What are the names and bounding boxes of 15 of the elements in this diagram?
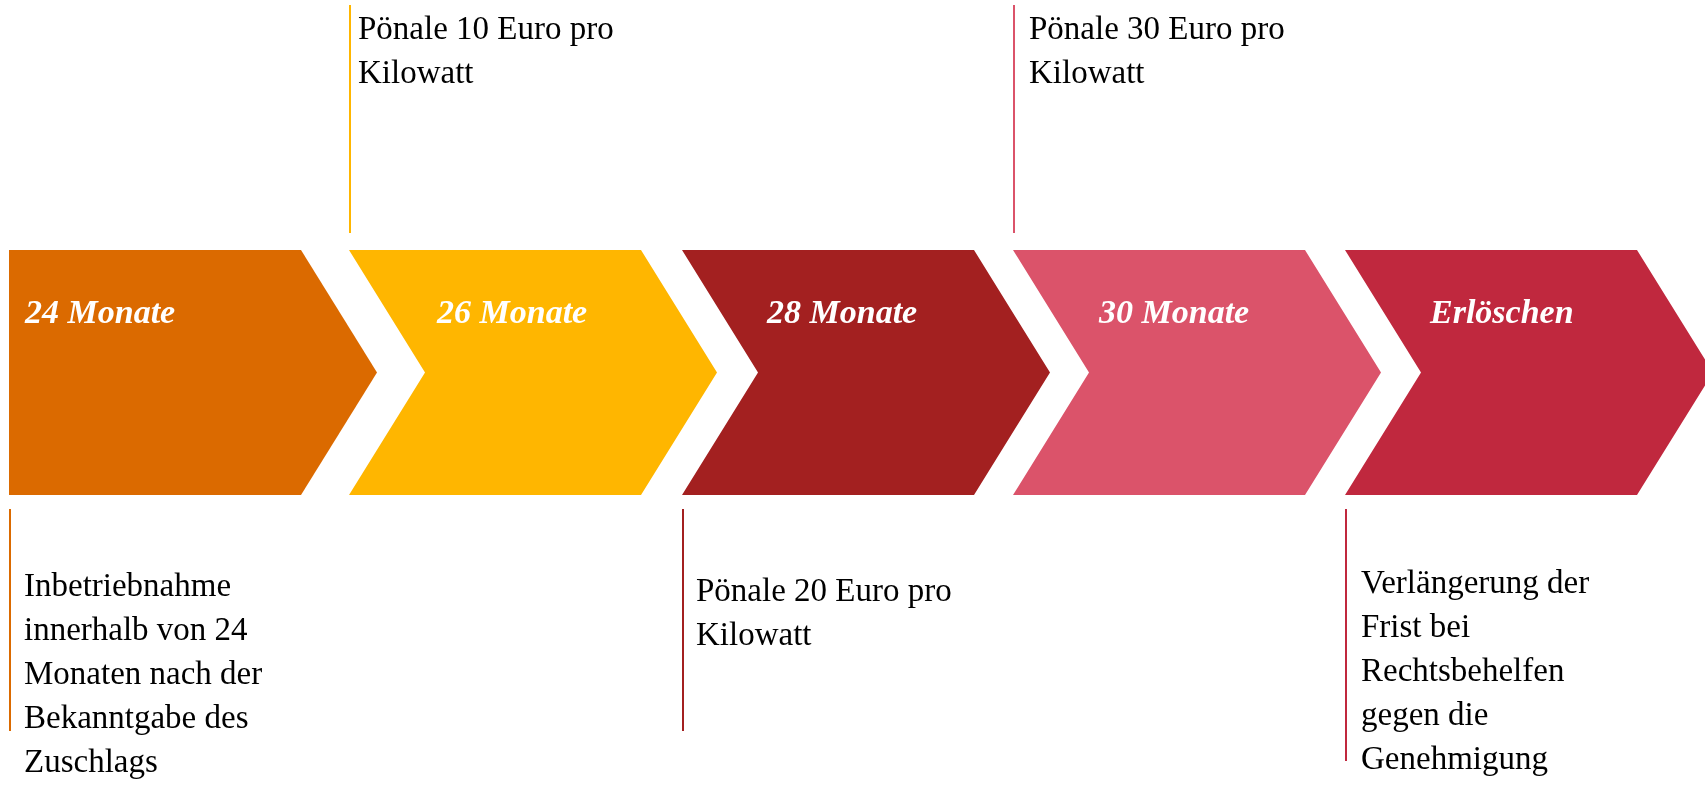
step-label: 24 Monate xyxy=(25,292,176,332)
chevron-step xyxy=(1345,250,1705,495)
step-label: 28 Monate xyxy=(767,292,918,332)
note-text: Inbetriebnahme innerhalb von 24 Monaten nach der Bekanntgabe des Zuschlags xyxy=(24,566,264,781)
note-text: Pönale 30 Euro pro Kilowatt xyxy=(1029,9,1286,92)
chevron-step xyxy=(349,250,717,495)
chevron-step xyxy=(682,250,1050,495)
chevron-step xyxy=(9,250,377,495)
step-label: 26 Monate xyxy=(437,292,588,332)
chevron-step xyxy=(1013,250,1381,495)
note-text: Pönale 10 Euro pro Kilowatt xyxy=(358,9,615,92)
step-label: 30 Monate xyxy=(1099,292,1250,332)
step-label: Erlöschen xyxy=(1430,292,1574,332)
note-text: Verlängerung der Frist bei Rechtsbehelfen gegen die Genehmigung xyxy=(1361,563,1591,778)
note-text: Pönale 20 Euro pro Kilowatt xyxy=(696,571,953,654)
